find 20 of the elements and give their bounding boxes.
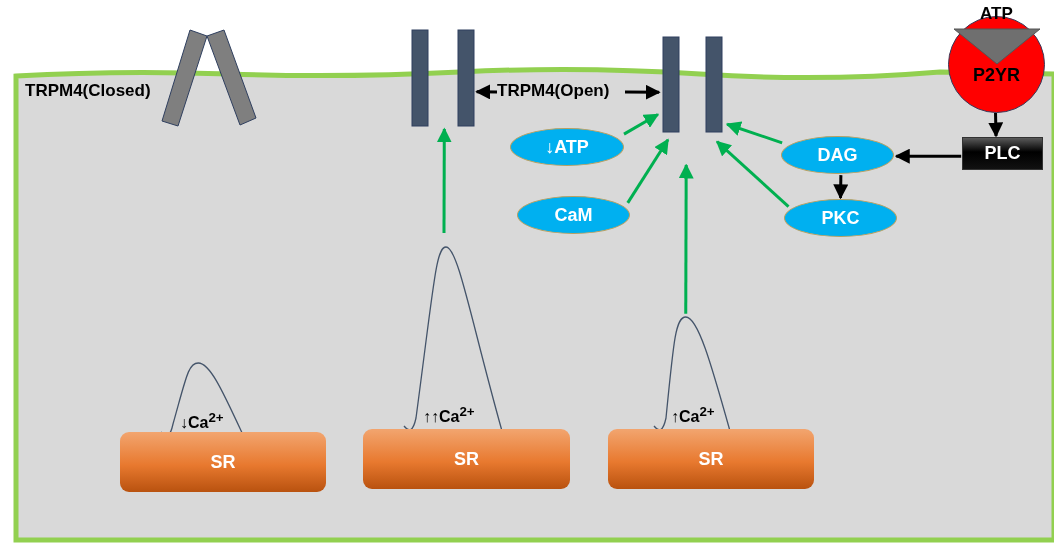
arrow xyxy=(988,112,1004,138)
channel-label: TRPM4(Closed) xyxy=(25,81,151,101)
calcium-level-label: ↑↑Ca$^{2+}$ xyxy=(423,404,475,427)
organelle-box: SR xyxy=(120,432,326,492)
arrow xyxy=(894,148,962,164)
enzyme-box: PLC xyxy=(962,137,1043,170)
arrow xyxy=(626,138,670,204)
organelle-box: SR xyxy=(363,429,570,489)
arrow xyxy=(725,121,783,145)
calcium-level-label: ↓Ca$^{2+}$ xyxy=(180,410,224,433)
arrow xyxy=(623,113,660,136)
arrow xyxy=(678,163,694,314)
arrow xyxy=(833,175,849,200)
arrow xyxy=(715,140,790,208)
organelle-box: SR xyxy=(608,429,814,489)
arrow xyxy=(475,84,498,100)
arrow xyxy=(625,84,661,100)
arrow xyxy=(436,127,452,233)
calcium-level-label: ↑Ca$^{2+}$ xyxy=(671,404,715,427)
channel-label: TRPM4(Open) xyxy=(497,81,625,103)
